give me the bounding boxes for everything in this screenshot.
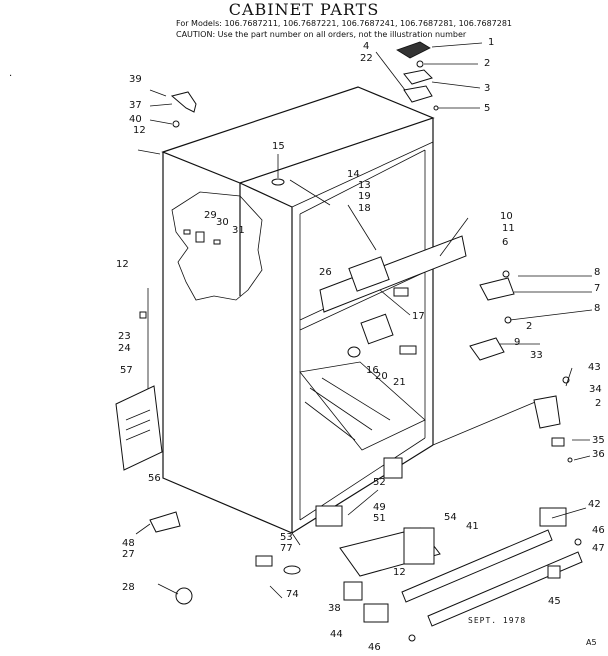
callout-label: 1 bbox=[488, 37, 495, 48]
callout-label: 10 bbox=[500, 211, 513, 222]
callout-label: 5 bbox=[484, 103, 491, 114]
right-side-hinge-parts bbox=[533, 376, 573, 463]
callout-label: 40 bbox=[129, 114, 142, 125]
callout-label: 74 bbox=[286, 589, 299, 600]
callout-label: 29 bbox=[204, 210, 217, 221]
margin-mark: . bbox=[9, 68, 13, 79]
callout-label: 12 bbox=[116, 259, 129, 270]
callout-label: 44 bbox=[330, 629, 343, 640]
callout-label: 47 bbox=[592, 543, 605, 554]
leader-lines bbox=[135, 179, 593, 599]
callout-label: 56 bbox=[148, 473, 161, 484]
callout-label: 35 bbox=[592, 435, 605, 446]
callout-label: 9 bbox=[514, 337, 521, 348]
callout-label: 23 bbox=[118, 331, 131, 342]
callout-label: 8 bbox=[594, 303, 601, 314]
caution-note: CAUTION: Use the part number on all orde… bbox=[176, 30, 467, 39]
callout-label: 57 bbox=[120, 365, 133, 376]
callout-label: 46 bbox=[592, 525, 605, 536]
callout-label: 22 bbox=[360, 53, 373, 64]
callout-label: 39 bbox=[129, 74, 142, 85]
callout-label: 13 bbox=[358, 180, 371, 191]
callout-label: 48 bbox=[122, 538, 135, 549]
page-title: CABINET PARTS bbox=[228, 0, 380, 19]
callout-label: 30 bbox=[216, 217, 229, 228]
callout-label: 38 bbox=[328, 603, 341, 614]
callout-label: 77 bbox=[280, 543, 293, 554]
page-code: A5 bbox=[586, 638, 597, 647]
callout-label: 7 bbox=[594, 283, 601, 294]
side-panel-cutaway bbox=[171, 191, 263, 301]
callout-label: 37 bbox=[129, 100, 142, 111]
callout-label: 46 bbox=[368, 642, 381, 653]
callout-label: 12 bbox=[133, 125, 146, 136]
callout-label: 42 bbox=[588, 499, 601, 510]
callout-label: 45 bbox=[548, 596, 561, 607]
callout-label: 20 bbox=[375, 371, 388, 382]
top-hinge-parts bbox=[375, 41, 483, 111]
callout-label: 53 bbox=[280, 532, 293, 543]
bottom-parts bbox=[149, 457, 583, 642]
callout-label: 2 bbox=[595, 398, 602, 409]
callout-label: 3 bbox=[484, 83, 491, 94]
callout-label: 36 bbox=[592, 449, 605, 460]
callout-label: 14 bbox=[347, 169, 360, 180]
callout-label: 17 bbox=[412, 311, 425, 322]
callout-label: 33 bbox=[530, 350, 543, 361]
callout-label: 2 bbox=[526, 321, 533, 332]
callout-label: 41 bbox=[466, 521, 479, 532]
callout-label: 18 bbox=[358, 203, 371, 214]
callout-label: 27 bbox=[122, 549, 135, 560]
revision-date: SEPT. 1978 bbox=[468, 616, 527, 625]
callout-label: 8 bbox=[594, 267, 601, 278]
left-side-parts bbox=[115, 288, 163, 471]
callout-label: 15 bbox=[272, 141, 285, 152]
cabinet-shell bbox=[161, 86, 541, 546]
callout-label: 24 bbox=[118, 343, 131, 354]
callout-label: 11 bbox=[502, 223, 515, 234]
callout-label: 34 bbox=[589, 384, 602, 395]
callout-label: 54 bbox=[444, 512, 457, 523]
callout-label: 31 bbox=[232, 225, 245, 236]
callout-label: 12 bbox=[393, 567, 406, 578]
model-list: For Models: 106.7687211, 106.7687221, 10… bbox=[176, 19, 513, 28]
callout-label: 21 bbox=[393, 377, 406, 388]
callout-label: 43 bbox=[588, 362, 601, 373]
callout-label: 2 bbox=[484, 58, 491, 69]
callout-label: 19 bbox=[358, 191, 371, 202]
callout-label: 49 bbox=[373, 502, 386, 513]
callout-label: 4 bbox=[363, 41, 370, 52]
callout-label: 16 bbox=[366, 365, 379, 376]
callout-label: 28 bbox=[122, 582, 135, 593]
callout-label: 51 bbox=[373, 513, 386, 524]
callout-label: 26 bbox=[319, 267, 332, 278]
center-brackets bbox=[319, 235, 515, 361]
callout-label: 6 bbox=[502, 237, 509, 248]
callout-label: 52 bbox=[373, 477, 386, 488]
upper-left-parts bbox=[137, 89, 285, 186]
